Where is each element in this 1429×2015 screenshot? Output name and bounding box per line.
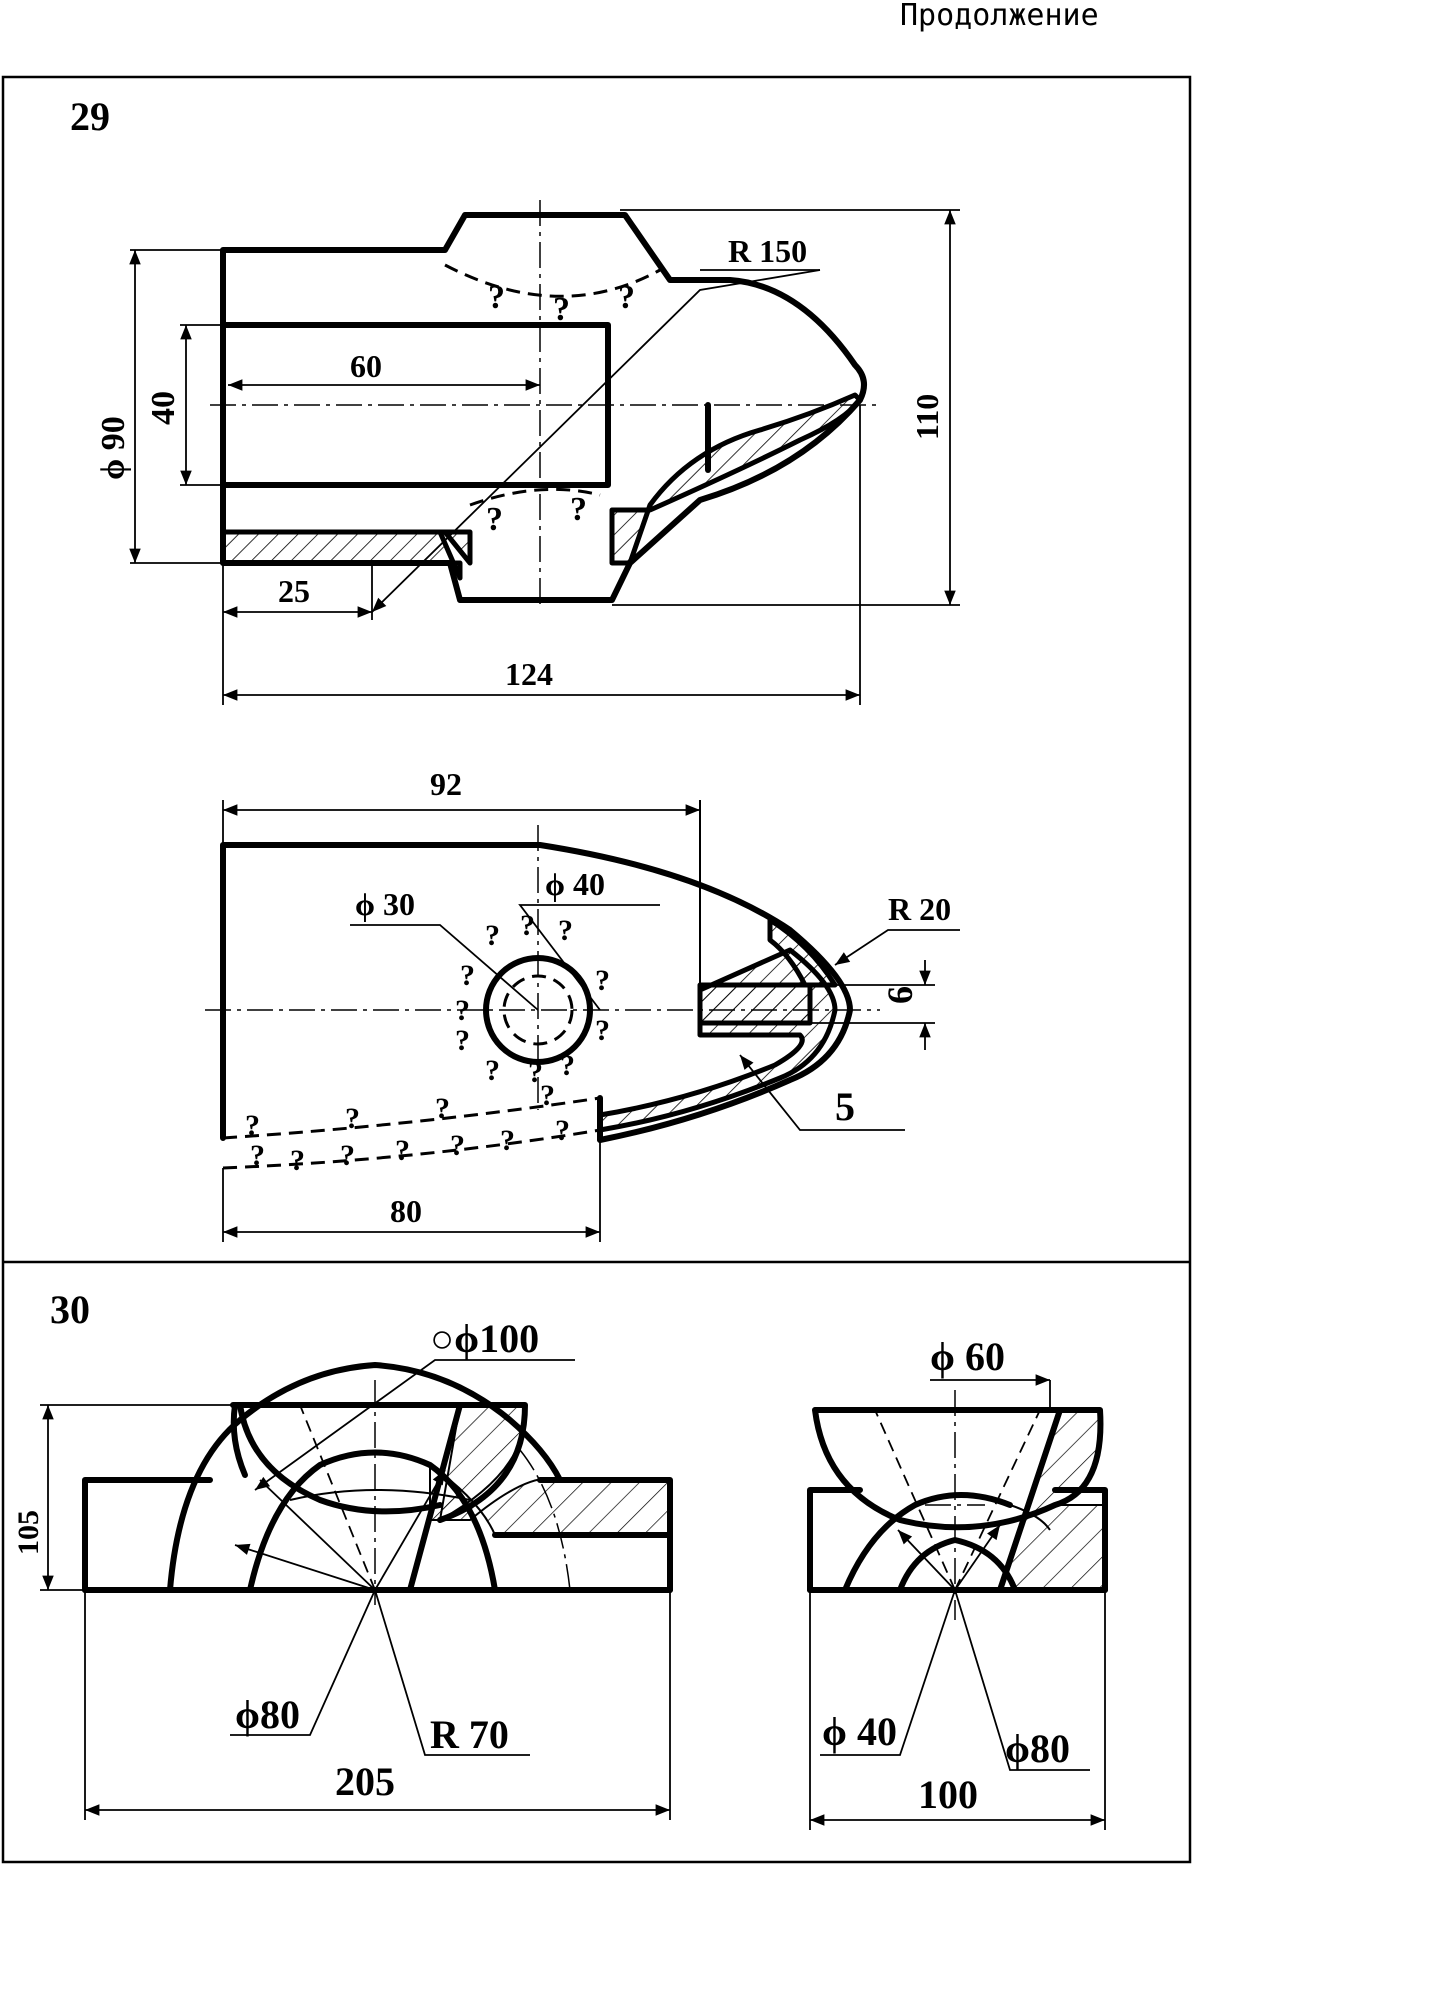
- phi90-dim-label: ϕ 90: [95, 416, 132, 480]
- sphere-100-dim-label: ○ϕ100: [430, 1316, 539, 1361]
- d110-dim-label: 110: [909, 394, 945, 440]
- problem-30-number: 30: [50, 1287, 90, 1332]
- unknown-mark: ?: [558, 914, 573, 947]
- d25-dim-label: 25: [278, 573, 310, 609]
- phi30-dim-label: ϕ 30: [355, 886, 415, 922]
- phi60-dim-label: ϕ 60: [930, 1334, 1005, 1379]
- phi40-dim-label: ϕ 40: [822, 1709, 897, 1754]
- unknown-mark: ?: [500, 1124, 515, 1157]
- unknown-mark: ?: [555, 1114, 570, 1147]
- r70-dim-label: R 70: [430, 1712, 509, 1757]
- unknown-mark: ?: [520, 909, 535, 942]
- unknown-mark: ?: [345, 1102, 360, 1135]
- unknown-mark: ?: [595, 1014, 610, 1047]
- unknown-mark: ?: [560, 1049, 575, 1082]
- unknown-mark: ?: [290, 1144, 305, 1177]
- unknown-mark: ?: [250, 1139, 265, 1172]
- d205-dim-label: 205: [335, 1759, 395, 1804]
- problem-29-front-view: R 150 60 40 ϕ 90 110 25 124 ? ? ? ? ?: [95, 200, 960, 705]
- r150-dim-label: R 150: [728, 233, 807, 269]
- phi80-dim-label: ϕ80: [235, 1692, 300, 1737]
- unknown-mark: ?: [455, 1024, 470, 1057]
- unknown-mark: ?: [486, 501, 503, 538]
- unknown-mark: ?: [455, 994, 470, 1027]
- unknown-mark: ?: [485, 1054, 500, 1087]
- unknown-mark: ?: [340, 1139, 355, 1172]
- unknown-mark: ?: [395, 1134, 410, 1167]
- d105-dim-label: 105: [12, 1510, 45, 1555]
- d60-dim-label: 60: [350, 348, 382, 384]
- problem-30-front-view: ○ϕ100 105 ϕ80 R 70 205: [12, 1316, 673, 1820]
- unknown-mark: ?: [570, 491, 587, 528]
- d80-dim-label: 80: [390, 1193, 422, 1229]
- unknown-mark: ?: [618, 279, 635, 316]
- problem-29-number: 29: [70, 94, 110, 139]
- r20-dim-label: R 20: [888, 891, 951, 927]
- d5-dim-label: 5: [835, 1084, 855, 1129]
- sheet-frame: [1, 75, 1192, 1864]
- problem-30-side-view: ϕ 60 ϕ 40 ϕ80 100: [807, 1334, 1108, 1830]
- unknown-mark: ?: [595, 964, 610, 997]
- phi40-dim-label: ϕ 40: [545, 866, 605, 902]
- d92-dim-label: 92: [430, 766, 462, 802]
- problem-29-top-view: 92 ϕ 40 ϕ 30 R 20 6 5 80 ? ? ? ? ? ? ? ?…: [205, 766, 960, 1242]
- unknown-mark: ?: [450, 1129, 465, 1162]
- continuation-label: Продолжение: [900, 0, 1099, 33]
- unknown-mark: ?: [245, 1109, 260, 1142]
- unknown-mark: ?: [435, 1092, 450, 1125]
- unknown-mark: ?: [540, 1079, 555, 1112]
- unknown-mark: ?: [553, 291, 570, 328]
- d40-dim-label: 40: [145, 391, 182, 425]
- d100-dim-label: 100: [918, 1772, 978, 1817]
- phi80-dim-label: ϕ80: [1005, 1726, 1070, 1771]
- d6-dim-label: 6: [880, 986, 920, 1004]
- unknown-mark: ?: [485, 919, 500, 952]
- unknown-mark: ?: [528, 1056, 543, 1089]
- unknown-mark: ?: [488, 279, 505, 316]
- d124-dim-label: 124: [505, 656, 553, 692]
- unknown-mark: ?: [460, 959, 475, 992]
